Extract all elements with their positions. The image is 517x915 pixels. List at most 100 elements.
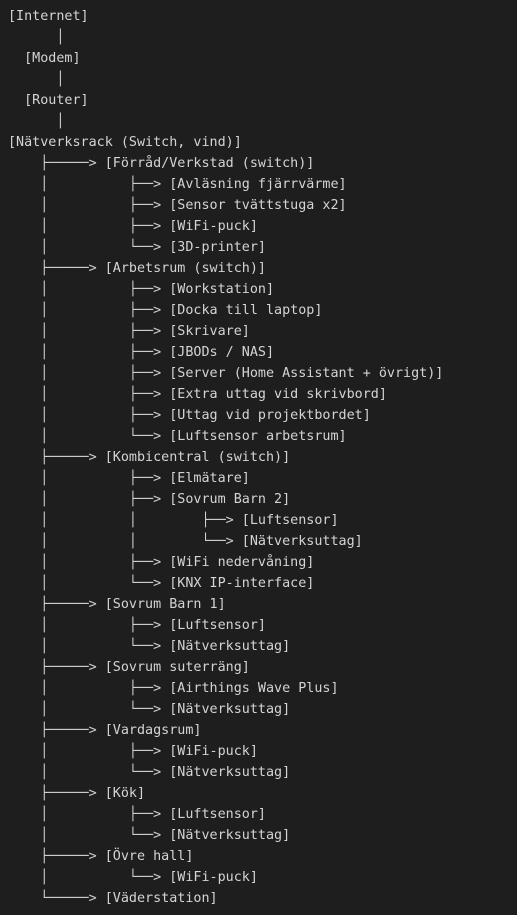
tree-connector: │ ├──> — [8, 744, 170, 759]
tree-node-line: │ ├──> [Uttag vid projektbordet] — [0, 405, 517, 426]
tree-node-line: │ ├──> [Extra uttag vid skrivbord] — [0, 384, 517, 405]
tree-connector: │ ├──> — [8, 555, 170, 570]
tree-node-label: [Vardagsrum] — [104, 723, 202, 738]
tree-node-label: [Arbetsrum (switch)] — [104, 261, 266, 276]
tree-node-label: [Avläsning fjärrvärme] — [169, 177, 347, 192]
tree-node-label: [Extra uttag vid skrivbord] — [169, 387, 387, 402]
tree-connector: │ ├──> — [8, 618, 170, 633]
tree-node-label: [3D-printer] — [169, 240, 266, 255]
tree-node-label: [Server (Home Assistant + övrigt)] — [169, 366, 444, 381]
tree-connector: │ └──> — [8, 765, 170, 780]
tree-node-line: │ └──> [Nätverksuttag] — [0, 762, 517, 783]
tree-connector: │ — [8, 30, 65, 45]
tree-node-line: │ ├──> [Avläsning fjärrvärme] — [0, 174, 517, 195]
tree-node-line: │ └──> [Nätverksuttag] — [0, 699, 517, 720]
tree-connector: │ ├──> — [8, 345, 170, 360]
tree-connector: │ └──> — [8, 702, 170, 717]
tree-node-line: │ ├──> [Airthings Wave Plus] — [0, 678, 517, 699]
tree-connector: │ └──> — [8, 576, 170, 591]
tree-node-line: │ └──> [KNX IP-interface] — [0, 573, 517, 594]
tree-node-line: ├─────> [Kombicentral (switch)] — [0, 447, 517, 468]
tree-node-label: [WiFi nedervåning] — [169, 555, 315, 570]
tree-node-label: [Kombicentral (switch)] — [104, 450, 291, 465]
tree-node-line: │ └──> [3D-printer] — [0, 237, 517, 258]
tree-connector: ├─────> — [8, 849, 105, 864]
tree-connector: │ ├──> — [8, 219, 170, 234]
tree-node-label: [WiFi-puck] — [169, 219, 258, 234]
tree-node-label: [Luftsensor] — [169, 618, 266, 633]
tree-node-label: [Uttag vid projektbordet] — [169, 408, 371, 423]
tree-connector: │ ├──> — [8, 366, 170, 381]
tree-node-label: [Nätverksrack (Switch, vind)] — [8, 135, 242, 150]
tree-connector — [8, 93, 24, 108]
tree-node-line: │ ├──> [Sovrum Barn 2] — [0, 489, 517, 510]
tree-connector: │ └──> — [8, 429, 170, 444]
tree-node-line: │ ├──> [Luftsensor] — [0, 615, 517, 636]
tree-node-line: ├─────> [Sovrum suterräng] — [0, 657, 517, 678]
tree-connector: │ ├──> — [8, 492, 170, 507]
tree-connector — [8, 51, 24, 66]
tree-node-label: [Sovrum Barn 1] — [104, 597, 226, 612]
tree-node-line: │ └──> [Luftsensor arbetsrum] — [0, 426, 517, 447]
tree-node-label: [Router] — [24, 93, 89, 108]
tree-node-line: │ └──> [WiFi-puck] — [0, 867, 517, 888]
tree-node-line: │ ├──> [Server (Home Assistant + övrigt)… — [0, 363, 517, 384]
tree-node-label: [Nätverksuttag] — [169, 702, 291, 717]
tree-node-line: ├─────> [Kök] — [0, 783, 517, 804]
tree-connector: │ └──> — [8, 870, 170, 885]
tree-node-label: [Kök] — [104, 786, 146, 801]
tree-node-line: │ │ └──> [Nätverksuttag] — [0, 531, 517, 552]
tree-connector: │ ├──> — [8, 807, 170, 822]
tree-connector: ├─────> — [8, 597, 105, 612]
tree-connector: │ ├──> — [8, 198, 170, 213]
tree-node-line: ├─────> [Övre hall] — [0, 846, 517, 867]
tree-node-line: ├─────> [Sovrum Barn 1] — [0, 594, 517, 615]
tree-node-label: [Förråd/Verkstad (switch)] — [104, 156, 315, 171]
tree-node-label: [Sovrum Barn 2] — [169, 492, 291, 507]
tree-connector: ├─────> — [8, 156, 105, 171]
tree-node-line: │ └──> [Nätverksuttag] — [0, 825, 517, 846]
tree-node-line: [Modem] — [0, 48, 517, 69]
tree-node-label: [WiFi-puck] — [169, 744, 258, 759]
tree-connector: │ ├──> — [8, 282, 170, 297]
tree-node-line: │ ├──> [Luftsensor] — [0, 804, 517, 825]
tree-node-line: │ ├──> [WiFi-puck] — [0, 216, 517, 237]
tree-connector: │ ├──> — [8, 681, 170, 696]
tree-node-line: │ ├──> [Docka till laptop] — [0, 300, 517, 321]
tree-connector: │ │ ├──> — [8, 513, 242, 528]
tree-connector: │ ├──> — [8, 408, 170, 423]
tree-node-label: [Nätverksuttag] — [169, 639, 291, 654]
tree-node-line: │ ├──> [WiFi nedervåning] — [0, 552, 517, 573]
tree-node-label: [Luftsensor arbetsrum] — [169, 429, 347, 444]
tree-connector: │ │ └──> — [8, 534, 242, 549]
tree-connector: │ ├──> — [8, 303, 170, 318]
tree-node-label: [Workstation] — [169, 282, 275, 297]
tree-node-label: [Modem] — [24, 51, 81, 66]
tree-node-line: │ ├──> [Elmätare] — [0, 468, 517, 489]
tree-node-line: │ ├──> [JBODs / NAS] — [0, 342, 517, 363]
tree-connector: │ └──> — [8, 240, 170, 255]
tree-node-line: │ ├──> [Sensor tvättstuga x2] — [0, 195, 517, 216]
tree-connector: │ ├──> — [8, 177, 170, 192]
tree-node-line: ├─────> [Arbetsrum (switch)] — [0, 258, 517, 279]
tree-connector: ├─────> — [8, 450, 105, 465]
tree-node-label: [Internet] — [8, 9, 89, 24]
tree-node-label: [Skrivare] — [169, 324, 250, 339]
tree-node-line: ├─────> [Förråd/Verkstad (switch)] — [0, 153, 517, 174]
tree-node-line: └─────> [Väderstation] — [0, 888, 517, 909]
tree-node-label: [Luftsensor] — [241, 513, 339, 528]
tree-connector: ├─────> — [8, 786, 105, 801]
tree-connector: │ — [8, 72, 65, 87]
tree-node-label: [Elmätare] — [169, 471, 250, 486]
tree-node-line: │ └──> [Nätverksuttag] — [0, 636, 517, 657]
tree-connector-line: │ — [0, 69, 517, 90]
tree-node-label: [Airthings Wave Plus] — [169, 681, 339, 696]
tree-node-label: [Väderstation] — [104, 891, 218, 906]
tree-node-label: [Docka till laptop] — [169, 303, 323, 318]
tree-connector-line: │ — [0, 27, 517, 48]
tree-node-line: [Internet] — [0, 6, 517, 27]
tree-node-line: │ ├──> [Skrivare] — [0, 321, 517, 342]
tree-connector: │ └──> — [8, 828, 170, 843]
tree-node-label: [Luftsensor] — [169, 807, 266, 822]
